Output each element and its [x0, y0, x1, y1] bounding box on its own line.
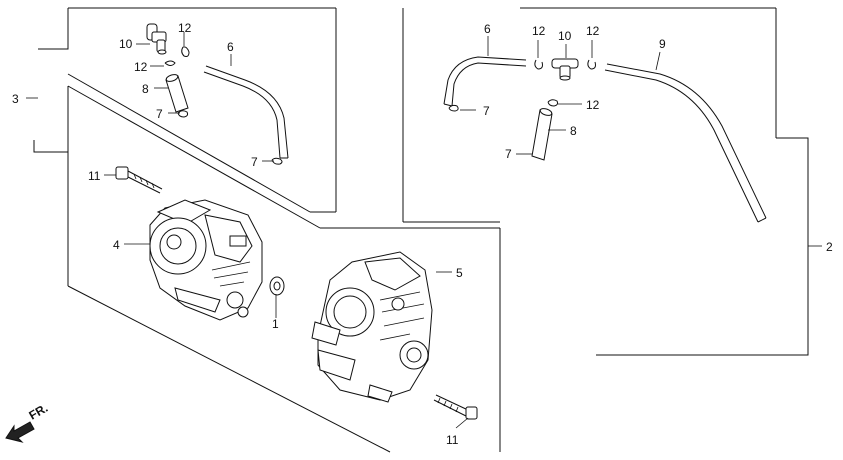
callout-8-left: 8	[142, 82, 149, 96]
callout-11-bottom: 11	[446, 433, 459, 447]
lower-group-box	[67, 85, 501, 453]
callout-labels: 3 10 12 12 8 7 6 7 11 4 1 5 11 6 7 12 10…	[12, 21, 833, 447]
front-direction-label: FR.	[27, 401, 51, 423]
callout-3: 3	[12, 92, 19, 106]
carburetor-left	[149, 199, 263, 321]
callout-7-right-b: 7	[505, 147, 512, 161]
callout-9: 9	[659, 37, 666, 51]
callout-1: 1	[272, 317, 279, 331]
callout-8-right: 8	[570, 124, 577, 138]
callout-5: 5	[456, 266, 463, 280]
callout-12-left-b: 12	[134, 60, 148, 74]
leader-lines	[26, 32, 822, 429]
callout-6-right: 6	[484, 22, 491, 36]
clip-right-c	[587, 59, 596, 70]
hose-right	[443, 56, 527, 107]
callout-6-left: 6	[227, 40, 234, 54]
front-arrow-icon	[5, 421, 35, 443]
fuel-joint-left	[146, 23, 167, 55]
callout-10-right: 10	[558, 29, 572, 43]
screw-lower	[433, 394, 478, 420]
callout-11-top: 11	[88, 169, 101, 183]
callout-2: 2	[826, 240, 833, 254]
callout-7-right-a: 7	[483, 104, 490, 118]
callout-12-right-a: 12	[532, 24, 546, 38]
hose-left	[203, 65, 289, 159]
clip-left-b	[164, 60, 176, 66]
fuel-joint-right	[551, 58, 579, 81]
left-group-box	[33, 7, 337, 213]
carburetor-right	[311, 251, 433, 403]
screw-upper	[115, 166, 163, 194]
clip-right-a	[448, 104, 459, 112]
tube-left-short	[165, 74, 189, 113]
callout-12-right-b: 12	[586, 24, 600, 38]
callout-7-left-a: 7	[156, 107, 163, 121]
callout-12-right-c: 12	[586, 98, 600, 112]
clip-left-c	[177, 110, 189, 118]
callout-12-left-a: 12	[178, 21, 192, 35]
callout-10-left: 10	[119, 37, 133, 51]
hose-long	[604, 63, 767, 223]
right-group-box	[402, 7, 809, 356]
callout-7-left-b: 7	[251, 155, 258, 169]
tube-right-short	[531, 108, 553, 161]
clip-left-a	[181, 46, 190, 57]
clip-left-d	[271, 157, 283, 165]
clip-right-b	[534, 59, 543, 70]
callout-4: 4	[113, 238, 120, 252]
clip-right-d	[547, 99, 559, 107]
float-chamber-part	[269, 276, 285, 296]
